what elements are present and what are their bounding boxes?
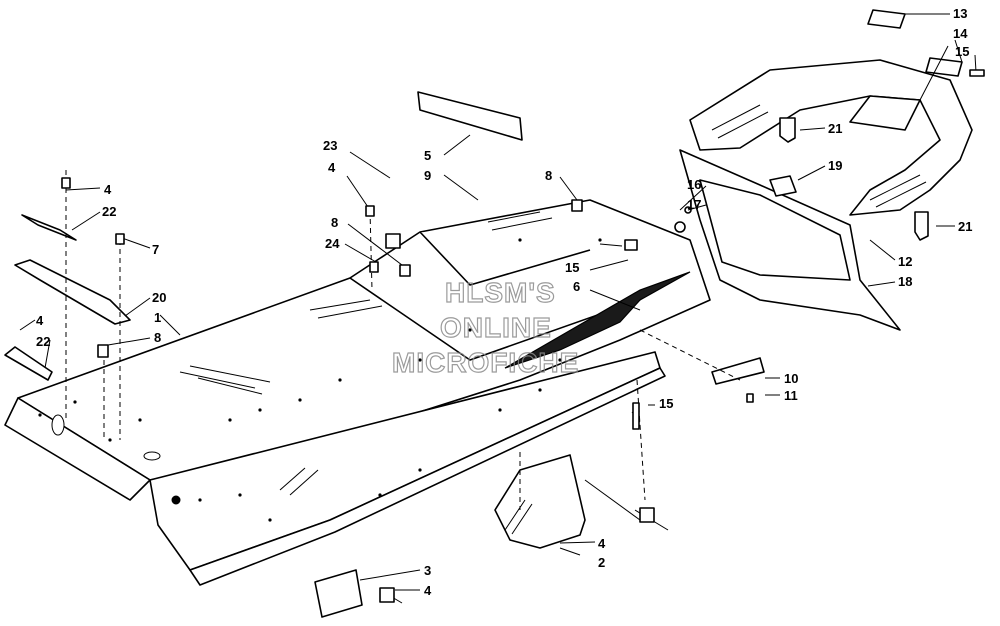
callout: 20 xyxy=(152,290,166,305)
callout: 24 xyxy=(325,236,340,251)
watermark-line3: MICROFICHE xyxy=(392,347,579,378)
hardware xyxy=(61,69,985,603)
callout: 10 xyxy=(784,371,798,386)
deck-hatching xyxy=(179,211,553,496)
callout: 4 xyxy=(104,182,112,197)
callout: 5 xyxy=(424,148,431,163)
callout: 18 xyxy=(898,274,912,289)
tunnel xyxy=(4,199,711,586)
watermark-line2: ONLINE xyxy=(440,312,552,343)
watermark-line1: HLSM'S xyxy=(445,277,556,308)
bracket xyxy=(21,214,77,241)
hitch-plate xyxy=(494,454,586,549)
small-plate xyxy=(314,569,363,618)
clip xyxy=(779,117,796,143)
rear-grab-bar xyxy=(689,59,973,216)
callout: 21 xyxy=(958,219,972,234)
callout: 23 xyxy=(323,138,337,153)
callout: 17 xyxy=(687,197,701,212)
callout: 9 xyxy=(424,168,431,183)
callout: 1 xyxy=(154,310,161,325)
callout: 2 xyxy=(598,555,605,570)
bumper xyxy=(399,264,411,277)
decal-small xyxy=(925,57,963,77)
bracket xyxy=(4,346,53,381)
callout: 14 xyxy=(953,26,968,41)
callout: 22 xyxy=(102,204,116,219)
bracket xyxy=(14,259,131,325)
callout: 13 xyxy=(953,6,967,21)
callout: 15 xyxy=(955,44,969,59)
bumper xyxy=(97,344,109,358)
callout: 22 xyxy=(36,334,50,349)
callout: 15 xyxy=(659,396,673,411)
callout: 4 xyxy=(328,160,336,175)
watermark: HLSM'S ONLINE MICROFICHE xyxy=(391,276,579,378)
callout: 19 xyxy=(828,158,842,173)
callout: 11 xyxy=(784,388,798,403)
leader-lines xyxy=(19,13,977,604)
callout: 21 xyxy=(828,121,842,136)
callout: 4 xyxy=(598,536,606,551)
callout: 12 xyxy=(898,254,912,269)
callout: 6 xyxy=(573,279,580,294)
callout: 15 xyxy=(565,260,579,275)
callout: 8 xyxy=(154,330,161,345)
nut xyxy=(769,175,797,197)
washer xyxy=(674,221,686,233)
bumper xyxy=(571,199,583,212)
callout: 16 xyxy=(687,177,701,192)
callout: 8 xyxy=(545,168,552,183)
rivets xyxy=(38,238,602,522)
decal xyxy=(504,271,691,369)
grommet xyxy=(867,9,906,29)
callout: 8 xyxy=(331,215,338,230)
mudflap-bracket xyxy=(711,357,765,385)
callout: 4 xyxy=(424,583,432,598)
callout: 7 xyxy=(152,242,159,257)
callouts: 4 22 7 20 1 8 4 22 23 4 8 24 5 9 8 15 6 … xyxy=(36,6,972,598)
callout: 4 xyxy=(36,313,44,328)
plate xyxy=(417,91,523,141)
callout: 3 xyxy=(424,563,431,578)
clip xyxy=(914,211,929,241)
